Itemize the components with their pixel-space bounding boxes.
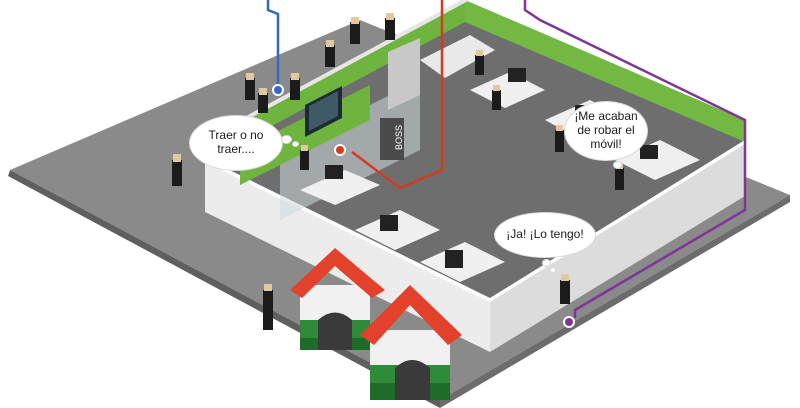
- purple-connector-dot: [563, 316, 575, 328]
- speech-bubble-right: ¡Me acaban de robar el móvil!: [565, 102, 647, 160]
- bubble-bottom-tail-small: [551, 268, 555, 272]
- boss-sign-text: BOSS: [394, 125, 404, 150]
- desk-3: [615, 140, 700, 180]
- boss-monitor: [325, 165, 343, 179]
- bubble-bottom-tail: [543, 260, 550, 266]
- bubble-left-tail-small: [293, 142, 298, 146]
- bubble-right-line3: móvil!: [590, 136, 622, 151]
- bubble-left-line1: Traer o no: [208, 128, 264, 143]
- bubble-left-tail: [282, 136, 291, 143]
- house-right: [360, 285, 462, 400]
- monitor-3: [640, 145, 658, 159]
- bubble-right-line2: de robar el: [577, 123, 635, 138]
- desk-1: [470, 72, 545, 108]
- blue-connector-dot: [272, 84, 284, 96]
- bubble-left-line2: traer....: [217, 142, 255, 156]
- purple-connector-line: [523, 0, 747, 318]
- back-wall-left-top: [205, 0, 470, 140]
- back-wall-left: [205, 0, 465, 162]
- bubble-bottom-text: ¡Ja! ¡Lo tengo!: [506, 227, 584, 242]
- monitor-1: [508, 68, 526, 82]
- red-connector-dot: [334, 144, 346, 156]
- door: [388, 38, 420, 110]
- monitor-5: [445, 250, 463, 268]
- back-wall-right: [465, 0, 745, 142]
- outer-floor-edge-right: [440, 195, 790, 408]
- bubble-right-line1: ¡Me acaban: [574, 109, 638, 124]
- monitor-4: [380, 215, 398, 231]
- house-left: [290, 248, 385, 350]
- front-wall-right: [490, 142, 745, 352]
- bubble-right-tail: [614, 162, 621, 168]
- wall-tv-screen: [309, 91, 338, 131]
- speech-bubble-left: Traer o no traer....: [190, 116, 282, 170]
- boss-desk: [300, 170, 380, 205]
- boss-sign: [380, 118, 404, 160]
- blue-connector-line: [266, 0, 280, 88]
- sofa: [420, 35, 495, 78]
- red-connector-line: [351, 0, 444, 190]
- speech-bubble-bottom: ¡Ja! ¡Lo tengo!: [495, 213, 595, 257]
